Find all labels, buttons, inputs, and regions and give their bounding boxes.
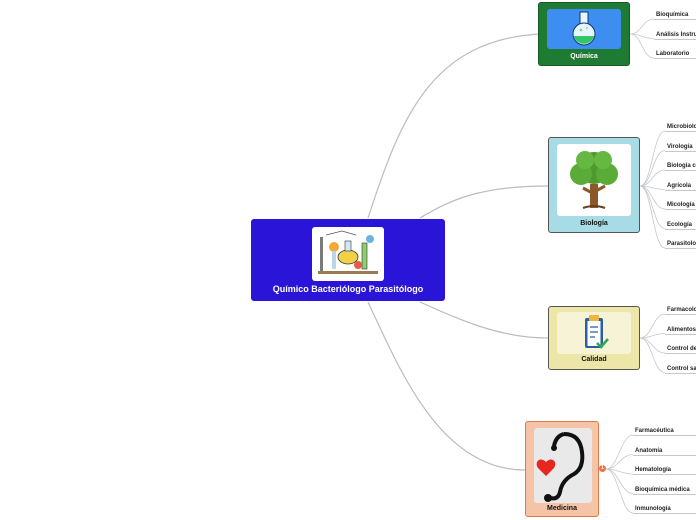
subtopic-biologia-3[interactable]: Agrícola — [667, 182, 692, 189]
subtopic-underline-biologia-3 — [665, 189, 696, 191]
subtopic-underline-medicina-2 — [633, 474, 696, 475]
subtopic-medicina-2[interactable]: Hematología — [635, 467, 672, 473]
subtopic-underline-medicina-1 — [633, 454, 696, 456]
subtopic-medicina-0[interactable]: Farmacéutica — [635, 428, 674, 434]
subtopic-quimica-2[interactable]: Laboratorio — [656, 51, 690, 57]
connector-quimica-0 — [629, 18, 655, 35]
branch-calidad-label: Calidad — [581, 356, 607, 363]
connector-biologia-2 — [639, 169, 666, 187]
connector-calidad-3 — [639, 337, 666, 373]
subtopic-underline-biologia-4 — [665, 209, 696, 210]
subtopic-underline-medicina-4 — [633, 513, 696, 514]
subtopic-underline-quimica-0 — [654, 19, 696, 20]
clipboard-check-icon — [557, 312, 631, 354]
connector-medicina-1 — [605, 454, 634, 470]
subtopic-medicina-1[interactable]: Anatomía — [635, 447, 663, 454]
subtopic-calidad-3[interactable]: Control sanitario — [667, 365, 696, 372]
subtopic-biologia-4[interactable]: Micología — [667, 202, 695, 208]
connector-biologia-5 — [639, 185, 666, 229]
branch-medicina[interactable]: Medicina — [525, 421, 599, 517]
subtopic-underline-biologia-0 — [665, 131, 696, 132]
subtopic-biologia-2[interactable]: Biología celular — [667, 163, 696, 169]
stethoscope-heart-icon — [534, 428, 592, 503]
subtopic-biologia-5[interactable]: Ecología — [667, 221, 693, 228]
laboratory-illustration-icon — [312, 227, 384, 281]
connector-medicina-4 — [605, 468, 634, 514]
subtopic-biologia-1[interactable]: Virología — [667, 143, 693, 150]
subtopic-quimica-1[interactable]: Análisis Instrumental — [656, 31, 696, 38]
subtopic-underline-medicina-0 — [633, 435, 696, 436]
subtopic-underline-calidad-2 — [665, 353, 696, 354]
connector-biologia-1 — [639, 150, 666, 187]
subtopic-underline-biologia-6 — [665, 248, 696, 249]
subtopic-calidad-0[interactable]: Farmacología — [667, 307, 696, 313]
central-topic-label: Químico Bacteriólogo Parasitólogo — [272, 284, 424, 294]
subtopic-underline-medicina-3 — [633, 493, 696, 495]
subtopic-medicina-3[interactable]: Bioquímica médica — [635, 486, 690, 493]
connector-calidad-1 — [639, 333, 666, 339]
connector-calidad — [419, 301, 549, 339]
connector-medicina — [367, 301, 526, 471]
collapse-toggle-medicina[interactable]: 1 — [599, 465, 606, 472]
branch-calidad[interactable]: Calidad — [548, 306, 640, 370]
connector-calidad-0 — [639, 313, 666, 339]
subtopic-calidad-2[interactable]: Control de calidad — [667, 346, 696, 352]
subtopic-underline-calidad-1 — [665, 333, 696, 335]
subtopic-underline-calidad-0 — [665, 314, 696, 315]
subtopic-calidad-1[interactable]: Alimentos — [667, 326, 696, 333]
tree-icon — [557, 144, 631, 216]
connector-biologia-0 — [639, 130, 666, 187]
subtopic-medicina-4[interactable]: Inmunología — [635, 506, 671, 512]
branch-biologia[interactable]: Biología — [548, 137, 640, 233]
branch-medicina-label: Medicina — [547, 505, 577, 512]
subtopic-quimica-0[interactable]: Bioquímica — [656, 12, 689, 18]
connector-biologia — [419, 185, 549, 219]
subtopic-biologia-6[interactable]: Parasitología — [667, 241, 696, 247]
connector-quimica — [367, 33, 541, 219]
connector-biologia-6 — [639, 185, 666, 249]
subtopic-underline-calidad-3 — [665, 372, 696, 374]
subtopic-underline-quimica-1 — [654, 38, 696, 40]
subtopic-biologia-0[interactable]: Microbiología — [667, 124, 696, 130]
central-topic[interactable]: Químico Bacteriólogo Parasitólogo — [251, 219, 445, 301]
subtopic-underline-biologia-1 — [665, 150, 696, 152]
branch-quimica[interactable]: Química — [538, 2, 630, 66]
connector-medicina-0 — [605, 434, 634, 470]
flask-icon — [547, 9, 621, 49]
connector-calidad-2 — [639, 337, 666, 354]
branch-quimica-label: Química — [570, 53, 598, 60]
subtopic-underline-quimica-2 — [654, 58, 696, 59]
subtopic-underline-biologia-2 — [665, 170, 696, 171]
branch-biologia-label: Biología — [580, 220, 608, 227]
subtopic-underline-biologia-5 — [665, 228, 696, 230]
connector-quimica-2 — [629, 33, 655, 59]
